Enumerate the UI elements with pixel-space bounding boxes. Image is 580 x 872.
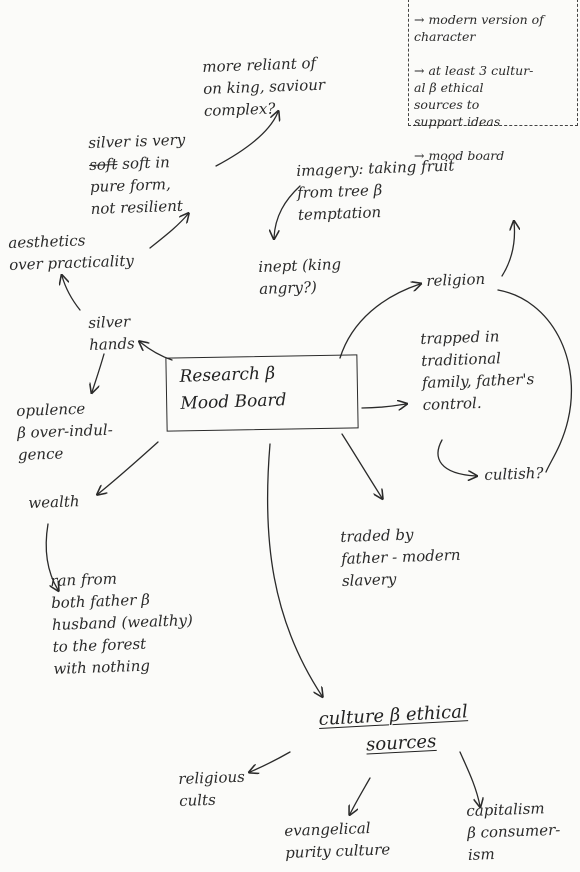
node-aesthetics: aesthetics over practicality — [8, 231, 135, 274]
node-opulence: opulence β over-indul- gence — [16, 399, 114, 464]
node-more-reliant: more reliant of on king, saviour complex… — [202, 54, 326, 120]
arrow-sources-to-capitalism — [459, 751, 480, 806]
node-religious-cults: religious cults — [178, 767, 246, 810]
checklist-item-modern-version: → modern version of character — [414, 12, 544, 44]
node-silver-hands: silver hands — [88, 312, 136, 354]
arrow-aesthetics-to-silver-soft — [149, 214, 188, 249]
node-silver-soft: silver is very soft soft in pure form, n… — [88, 129, 188, 220]
node-religion: religion — [426, 269, 486, 290]
sources-line1: culture β ethical — [318, 701, 469, 730]
arrow-sources-to-religious-cults — [250, 751, 291, 772]
arrow-trapped-to-cultish — [437, 439, 476, 476]
silver-soft-struck: soft — [88, 154, 118, 174]
arrow-center-to-traded — [341, 433, 382, 498]
node-cultish: cultish? — [484, 463, 544, 484]
arrow-religion-to-cultish — [497, 289, 573, 473]
requirements-checklist: → modern version of character → at least… — [414, 0, 544, 181]
node-imagery: imagery: taking fruit from tree β tempta… — [296, 156, 455, 224]
node-wealth: wealth — [28, 492, 80, 512]
arrow-wealth-to-ran-from — [45, 523, 58, 590]
node-traded: traded by father - modern slavery — [340, 525, 461, 590]
checklist-item-ethical-sources: → at least 3 cultur- al β ethical source… — [414, 63, 534, 129]
arrow-sources-to-evangelical — [350, 777, 371, 814]
arrow-silver-hands-to-opulence — [92, 353, 105, 392]
node-evangelical: evangelical purity culture — [284, 818, 391, 862]
node-inept: inept (king angry?) — [258, 255, 342, 298]
arrow-center-to-wealth — [98, 441, 159, 494]
arrow-religion-to-temptation — [501, 222, 515, 277]
node-trapped: trapped in traditional family, father's … — [420, 327, 535, 414]
node-culture-ethical-sources: culture β ethical sources — [318, 698, 470, 762]
arrow-silver-soft-to-more-reliant — [215, 112, 278, 167]
arrow-center-to-religion — [339, 284, 420, 359]
node-ran-from: ran from both father β husband (wealthy)… — [50, 569, 194, 678]
requirements-box — [408, 0, 578, 126]
arrow-silver-hands-to-aesthetics — [62, 276, 81, 311]
arrow-imagery-to-inept — [274, 185, 301, 238]
arrow-center-to-sources — [266, 443, 322, 696]
arrow-center-to-silver-hands — [140, 342, 173, 361]
node-capitalism: capitalism β consumer- ism — [466, 799, 561, 864]
checklist-item-mood-board: → mood board — [414, 148, 505, 163]
central-topic-title: Research β Mood Board — [179, 363, 287, 414]
arrow-center-to-trapped — [361, 404, 406, 408]
silver-soft-prefix: silver is very — [88, 130, 186, 152]
